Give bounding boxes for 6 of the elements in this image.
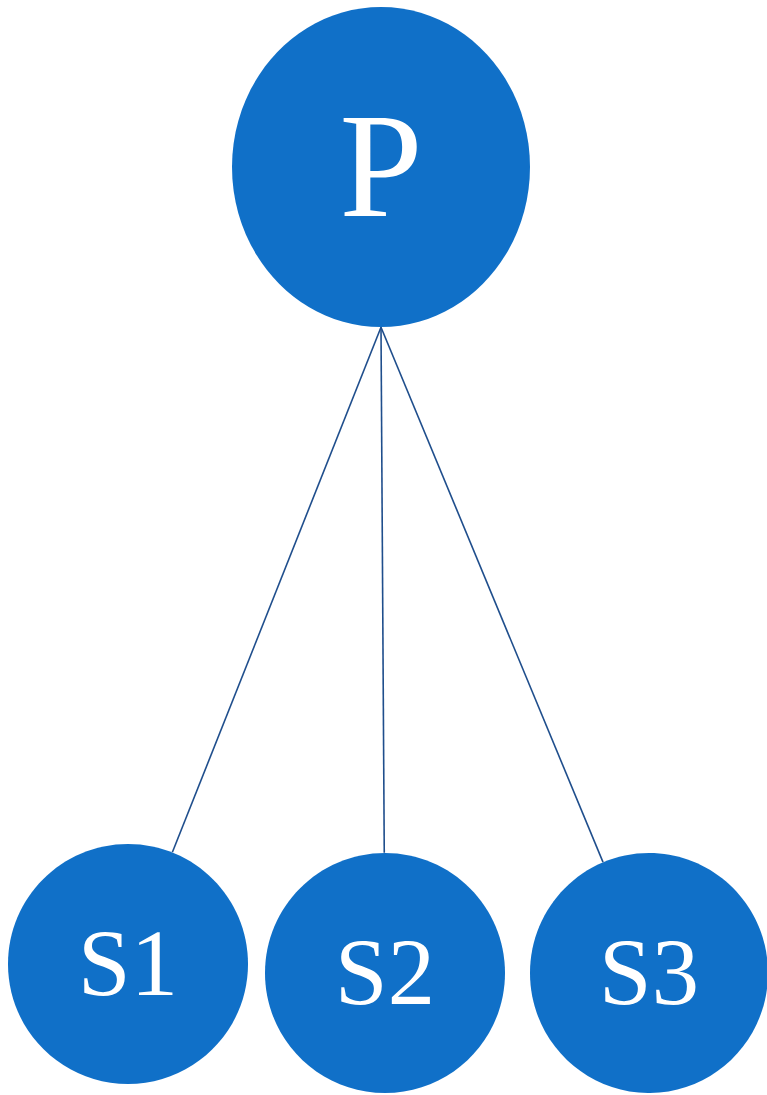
- circle-node: P: [232, 7, 530, 327]
- circle-node: S2: [265, 853, 505, 1093]
- connector-line: [380, 326, 386, 854]
- connector-line: [171, 326, 382, 854]
- connector-line: [380, 326, 604, 863]
- circle-node: S1: [8, 844, 248, 1084]
